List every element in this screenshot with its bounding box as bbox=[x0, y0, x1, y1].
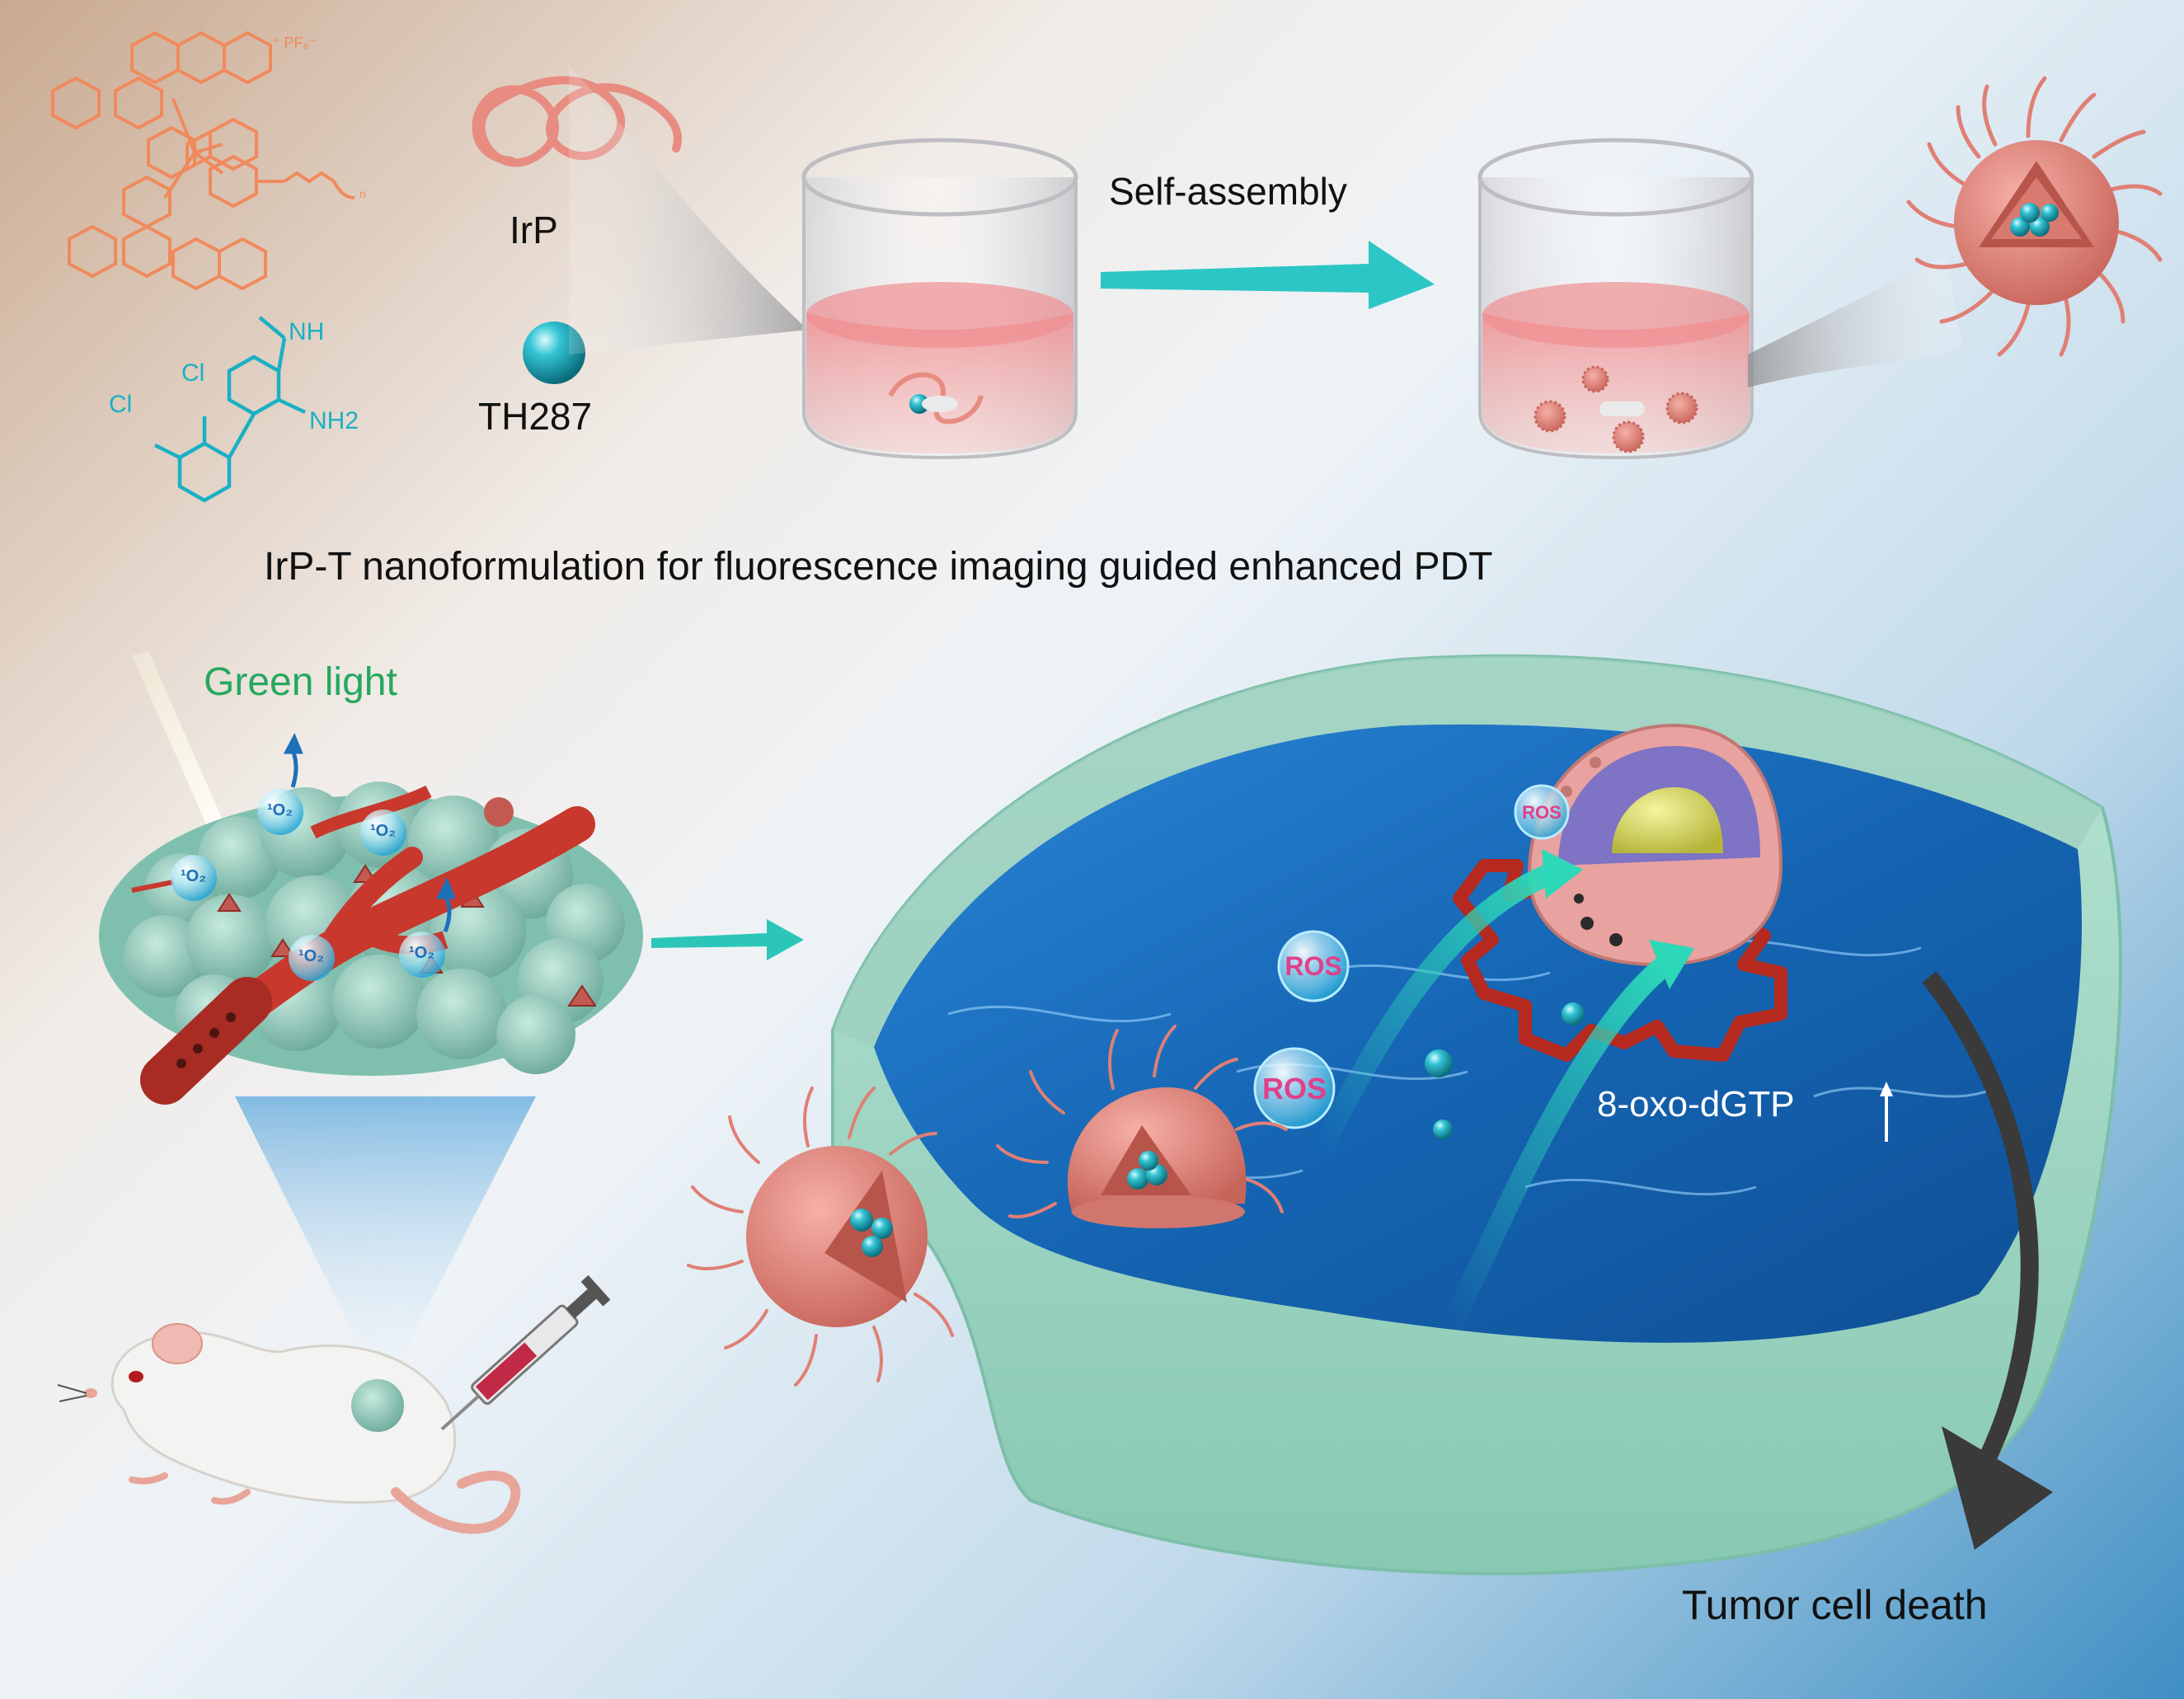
free-th287 bbox=[1425, 1002, 1585, 1139]
th287-label: TH287 bbox=[478, 395, 593, 438]
ros-label-3: ROS bbox=[1522, 802, 1562, 823]
tumor-mass bbox=[99, 781, 643, 1105]
nanoparticle-large bbox=[1906, 76, 2163, 357]
imaging-funnel bbox=[235, 1096, 536, 1368]
ros-label-2: ROS bbox=[1262, 1072, 1327, 1105]
singlet-oxygen-label-3: ¹O₂ bbox=[181, 867, 207, 885]
singlet-oxygen-label-4: ¹O₂ bbox=[298, 947, 325, 965]
nanoparticle-entering bbox=[687, 1087, 954, 1387]
tumor-cell-death-label: Tumor cell death bbox=[1682, 1582, 1988, 1628]
tumor-to-cell-arrow bbox=[651, 919, 804, 960]
cell-death-arrowhead bbox=[1942, 1426, 2053, 1550]
ros-label-1: ROS bbox=[1285, 951, 1341, 981]
oxo-dgtp-label: 8-oxo-dGTP bbox=[1597, 1084, 1795, 1124]
tumor-cell bbox=[831, 654, 2123, 1575]
scheme-title: IrP-T nanoformulation for fluorescence i… bbox=[264, 545, 1493, 589]
repeat-n-label: n bbox=[359, 187, 366, 200]
self-assembly-label: Self-assembly bbox=[1109, 170, 1347, 213]
mouse bbox=[57, 1323, 521, 1534]
beaker-before bbox=[801, 138, 1078, 460]
nh2-label: NH2 bbox=[309, 407, 359, 434]
nh-label: NH bbox=[289, 318, 324, 345]
nanoparticle-in-cell bbox=[996, 1025, 1288, 1228]
irp-label: IrP bbox=[510, 209, 558, 251]
singlet-oxygen-label-2: ¹O₂ bbox=[370, 822, 397, 840]
singlet-oxygen-label-1: ¹O₂ bbox=[267, 801, 294, 819]
self-assembly-arrow bbox=[1101, 241, 1435, 309]
singlet-oxygen-bubbles bbox=[171, 789, 445, 981]
cl-label-1: Cl bbox=[181, 359, 204, 387]
cell-death-arrow bbox=[1922, 971, 2039, 1463]
ros-to-nucleus-arrow bbox=[1309, 864, 1555, 1159]
counterion-label: ⁺ PF₆⁻ bbox=[272, 35, 317, 51]
ros-bubbles bbox=[1253, 784, 1570, 1129]
oxo-to-er-arrow bbox=[1441, 955, 1673, 1332]
syringe bbox=[440, 1274, 611, 1431]
oxo-up-arrow bbox=[1880, 1082, 1893, 1142]
zoom-cone-left bbox=[569, 66, 808, 354]
green-light-beam bbox=[132, 651, 239, 861]
green-light-label: Green light bbox=[204, 660, 397, 704]
singlet-oxygen-label-5: ¹O₂ bbox=[409, 944, 435, 962]
zoom-cone-right bbox=[1748, 256, 1962, 387]
ir-atom-label: Ir bbox=[195, 148, 203, 162]
beaker-after bbox=[1477, 138, 1754, 460]
oxygen-release-arrows bbox=[283, 733, 456, 932]
th287-structure bbox=[153, 316, 306, 503]
ir-complex-structure bbox=[51, 31, 355, 291]
nucleus bbox=[1527, 723, 1783, 967]
cl-label-2: Cl bbox=[109, 391, 132, 418]
